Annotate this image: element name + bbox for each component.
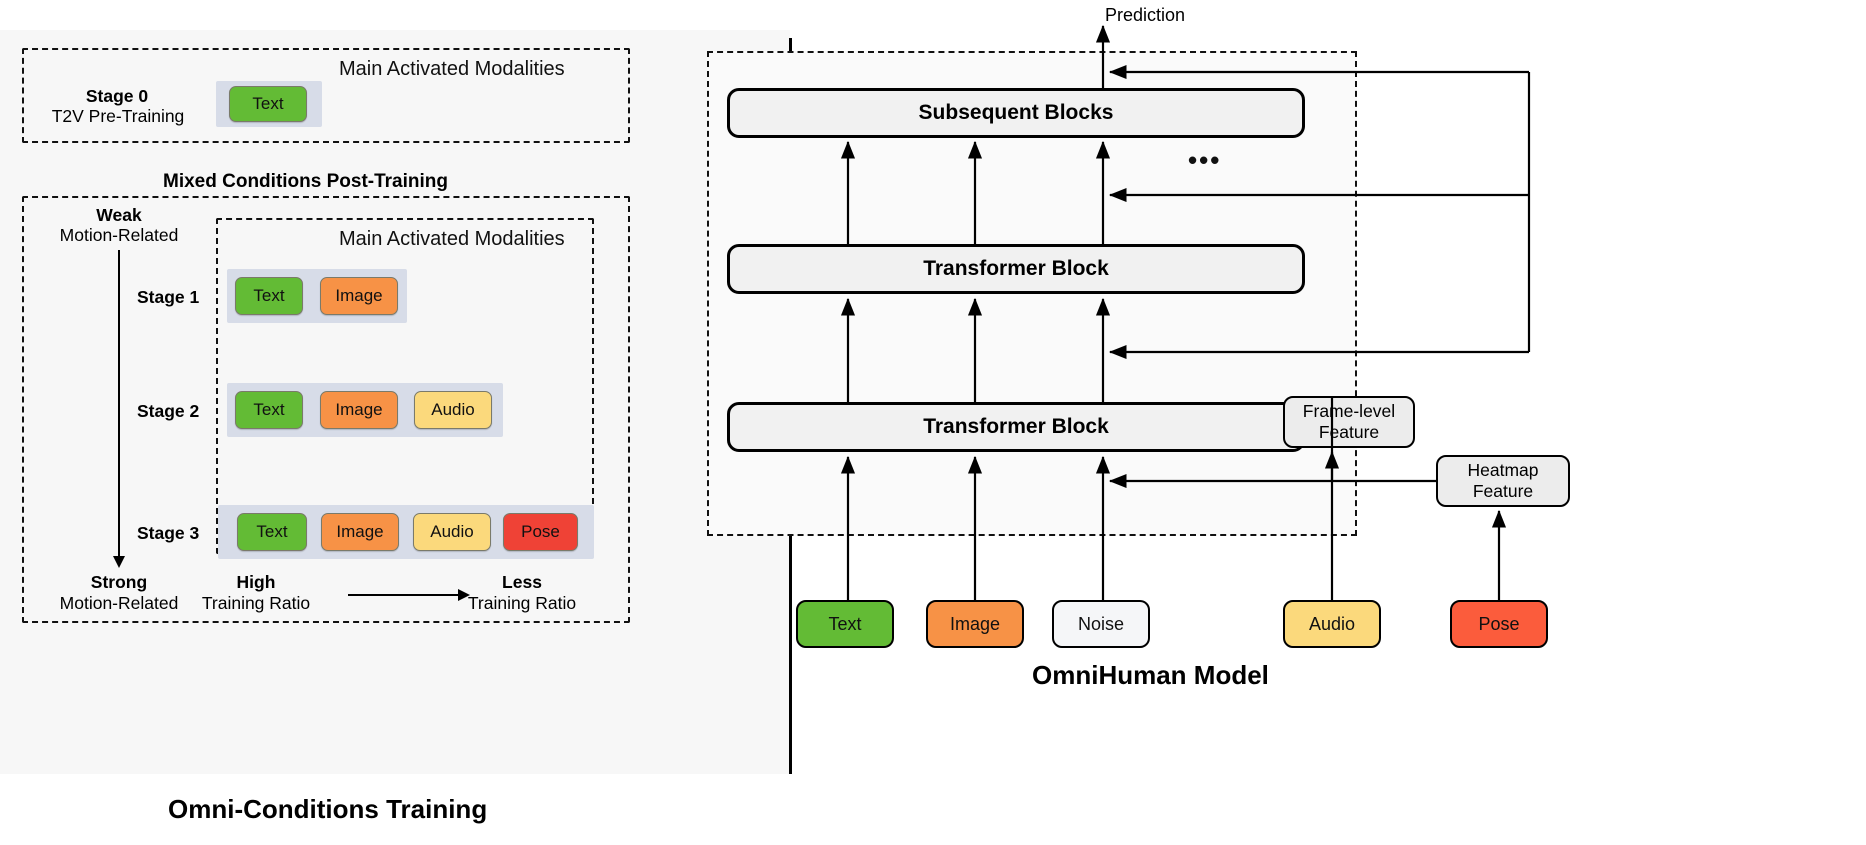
- stage1-label: Stage 1: [137, 287, 200, 307]
- heatmap-feature-line1: Heatmap: [1467, 460, 1539, 480]
- stage1-chip-image: Image: [320, 277, 398, 315]
- high-ratio-sublabel: Training Ratio: [201, 593, 311, 613]
- input-audio: Audio: [1283, 600, 1381, 648]
- strong-label: Strong: [90, 572, 148, 592]
- post-training-box: [22, 196, 630, 623]
- motion-axis-line: [118, 250, 120, 560]
- prediction-label: Prediction: [1105, 5, 1186, 25]
- stage2-chip-text: Text: [235, 391, 303, 429]
- post-training-title: Mixed Conditions Post-Training: [163, 171, 448, 192]
- frame-level-feature-line2: Feature: [1318, 422, 1380, 442]
- stage3-label: Stage 3: [137, 523, 200, 543]
- heatmap-feature-box: Heatmap Feature: [1436, 455, 1570, 507]
- stage0-title: Stage 0: [85, 86, 149, 106]
- right-caption: OmniHuman Model: [1032, 660, 1269, 690]
- omnihuman-model-panel: Subsequent Blocks Transformer Block Tran…: [707, 0, 1866, 845]
- input-image: Image: [926, 600, 1024, 648]
- stage0-modalities-header: Main Activated Modalities: [339, 58, 565, 80]
- stage2-label: Stage 2: [137, 401, 200, 421]
- left-caption: Omni-Conditions Training: [168, 794, 488, 824]
- stage2-chip-image: Image: [320, 391, 398, 429]
- stage3-chip-audio: Audio: [413, 513, 491, 551]
- ratio-arrow-head: [458, 589, 470, 601]
- input-noise: Noise: [1052, 600, 1150, 648]
- less-ratio-sublabel: Training Ratio: [467, 593, 577, 613]
- stage2-chip-audio: Audio: [414, 391, 492, 429]
- frame-level-feature-box: Frame-level Feature: [1283, 396, 1415, 448]
- weak-sublabel: Motion-Related: [59, 225, 179, 245]
- input-text: Text: [796, 600, 894, 648]
- stage3-chip-image: Image: [321, 513, 399, 551]
- ratio-arrow-line: [348, 594, 460, 596]
- stage0-subtitle: T2V Pre-Training: [51, 106, 185, 126]
- transformer-block-1: Transformer Block: [727, 402, 1305, 452]
- stage1-chip-text: Text: [235, 277, 303, 315]
- stage0-box: [22, 48, 630, 143]
- weak-label: Weak: [96, 205, 142, 225]
- strong-sublabel: Motion-Related: [59, 593, 179, 613]
- input-pose: Pose: [1450, 600, 1548, 648]
- transformer-block-2: Transformer Block: [727, 244, 1305, 294]
- subsequent-blocks: Subsequent Blocks: [727, 88, 1305, 138]
- stage0-chip-text: Text: [229, 86, 307, 122]
- high-ratio-label: High: [236, 572, 276, 592]
- ellipsis-icon: •••: [1188, 145, 1222, 175]
- stage3-chip-pose: Pose: [503, 513, 578, 551]
- less-ratio-label: Less: [502, 572, 542, 592]
- motion-axis-arrowhead: [113, 556, 125, 568]
- frame-level-feature-line1: Frame-level: [1302, 401, 1396, 421]
- stage3-chip-text: Text: [237, 513, 307, 551]
- heatmap-feature-line2: Feature: [1472, 481, 1534, 501]
- modalities-header: Main Activated Modalities: [339, 228, 565, 250]
